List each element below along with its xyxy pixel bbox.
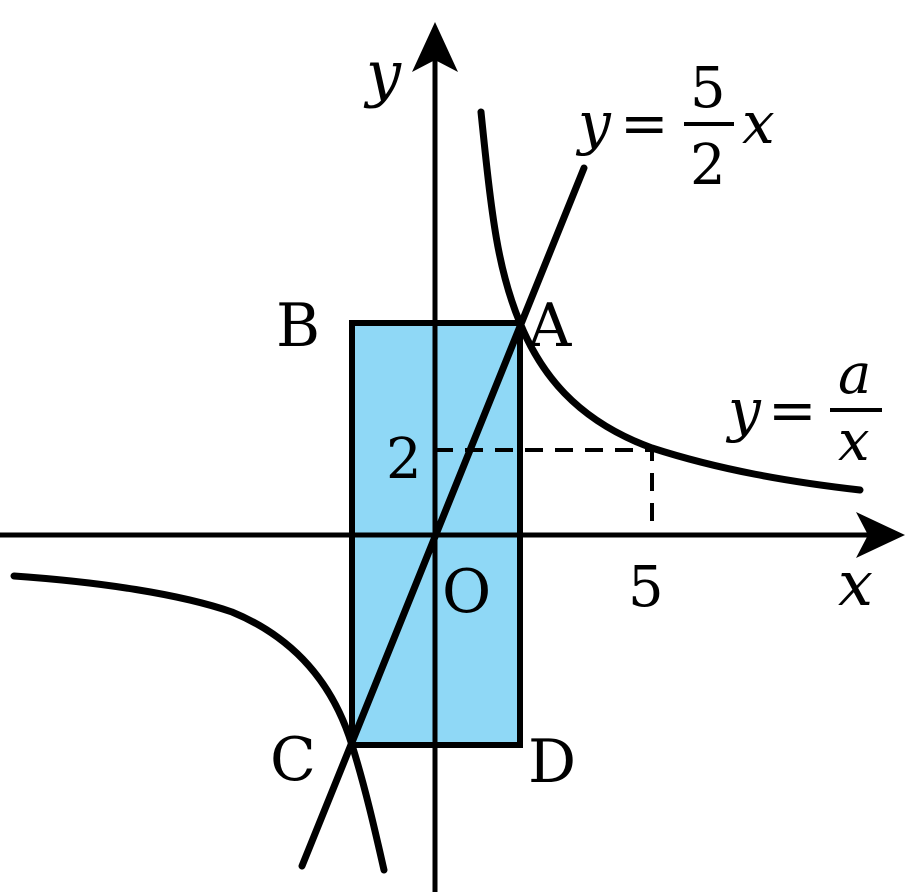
point-label-d: D: [528, 727, 576, 797]
hyper-eq-equals: =: [768, 376, 817, 444]
line-eq-numerator: 5: [690, 56, 726, 121]
hyper-eq-numerator: a: [838, 342, 871, 407]
y-axis-label: y: [363, 37, 402, 110]
hyper-eq-denominator: x: [838, 409, 870, 474]
hyperbola-equation-label: y = a x: [725, 342, 882, 474]
y-axis-arrowhead: [412, 22, 458, 72]
line-equation-label: y = 5 2 x: [575, 56, 775, 198]
point-label-b: B: [276, 291, 320, 361]
line-eq-lhs: y: [575, 89, 612, 157]
tick-label-y-2: 2: [386, 427, 422, 492]
point-label-c: C: [270, 725, 316, 795]
hyperbola-branch-left: [10, 572, 388, 874]
line-through-origin: [298, 164, 588, 870]
line-eq-variable: x: [742, 89, 775, 157]
line-eq-denominator: 2: [690, 133, 726, 198]
point-label-a: A: [527, 291, 572, 361]
origin-label: O: [442, 557, 491, 627]
hyper-eq-lhs: y: [725, 376, 762, 444]
tick-label-x-5: 5: [628, 555, 664, 620]
x-axis-arrowhead: [856, 512, 905, 558]
hyperbola-branch-right: [477, 108, 864, 494]
x-axis-label: x: [838, 547, 873, 620]
line-eq-equals: =: [620, 89, 669, 157]
